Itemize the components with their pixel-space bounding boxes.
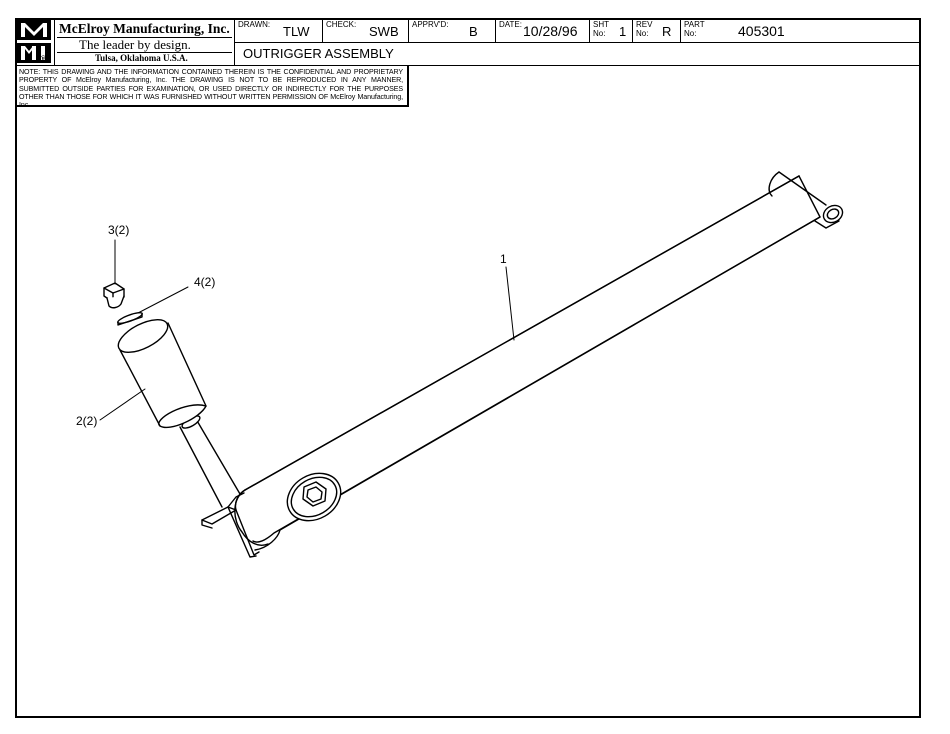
rev-cell: REV No: R [633, 18, 681, 43]
callout-2: 2(2) [76, 414, 98, 428]
date-value: 10/28/96 [523, 23, 578, 39]
outrigger-arm [234, 171, 844, 551]
callout-3: 3(2) [108, 223, 130, 237]
apprvd-label: APPRV'D: [412, 20, 449, 29]
pivot-hub [286, 472, 342, 522]
sheet-no-label: No: [593, 29, 606, 38]
drawing-title-cell: OUTRIGGER ASSEMBLY [235, 43, 921, 66]
rev-value: R [662, 24, 672, 39]
callout-4: 4(2) [194, 275, 216, 289]
leader-1 [505, 266, 515, 341]
part-cell: PART No: 405301 [681, 18, 921, 43]
company-name: McElroy Manufacturing, Inc. [59, 21, 230, 36]
drawn-cell: DRAWN: TLW [235, 18, 323, 43]
leader-2 [99, 388, 146, 421]
leader-lines [99, 239, 515, 421]
mmi-logo [17, 20, 51, 63]
washer [117, 312, 143, 326]
drawing-title: OUTRIGGER ASSEMBLY [243, 46, 394, 61]
date-label: DATE: [499, 20, 522, 29]
check-label: CHECK: [326, 20, 357, 29]
check-value: SWB [369, 24, 399, 39]
proprietary-note: NOTE: THIS DRAWING AND THE INFORMATION C… [15, 66, 409, 109]
part-value: 405301 [738, 23, 785, 39]
company-tagline: The leader by design. [79, 37, 191, 52]
rev-label: REV [636, 20, 653, 29]
sheet-label: SHT [593, 20, 609, 29]
drawing-border [15, 18, 921, 718]
callout-1: 1 [500, 252, 507, 266]
spindle-post [179, 415, 241, 508]
mounting-bracket [201, 492, 260, 558]
drawn-label: DRAWN: [238, 20, 271, 29]
date-cell: DATE: 10/28/96 [496, 18, 590, 43]
rev-no-label: No: [636, 29, 649, 38]
logo-cell [15, 18, 55, 66]
sheet-value: 1 [619, 24, 627, 39]
apprvd-value: B [469, 24, 478, 39]
sheet-cell: SHT No: 1 [590, 18, 633, 43]
roller [117, 319, 207, 429]
leader-4 [137, 286, 189, 314]
check-cell: CHECK: SWB [323, 18, 409, 43]
drawn-value: TLW [283, 24, 310, 39]
company-location: Tulsa, Oklahoma U.S.A. [95, 53, 188, 63]
company-cell: McElroy Manufacturing, Inc. The leader b… [55, 18, 235, 66]
registered-mark: ® [40, 54, 47, 64]
part-no-label: No: [684, 29, 697, 38]
bolt [103, 282, 125, 309]
apprvd-cell: APPRV'D: B [409, 18, 496, 43]
part-label: PART [684, 20, 705, 29]
